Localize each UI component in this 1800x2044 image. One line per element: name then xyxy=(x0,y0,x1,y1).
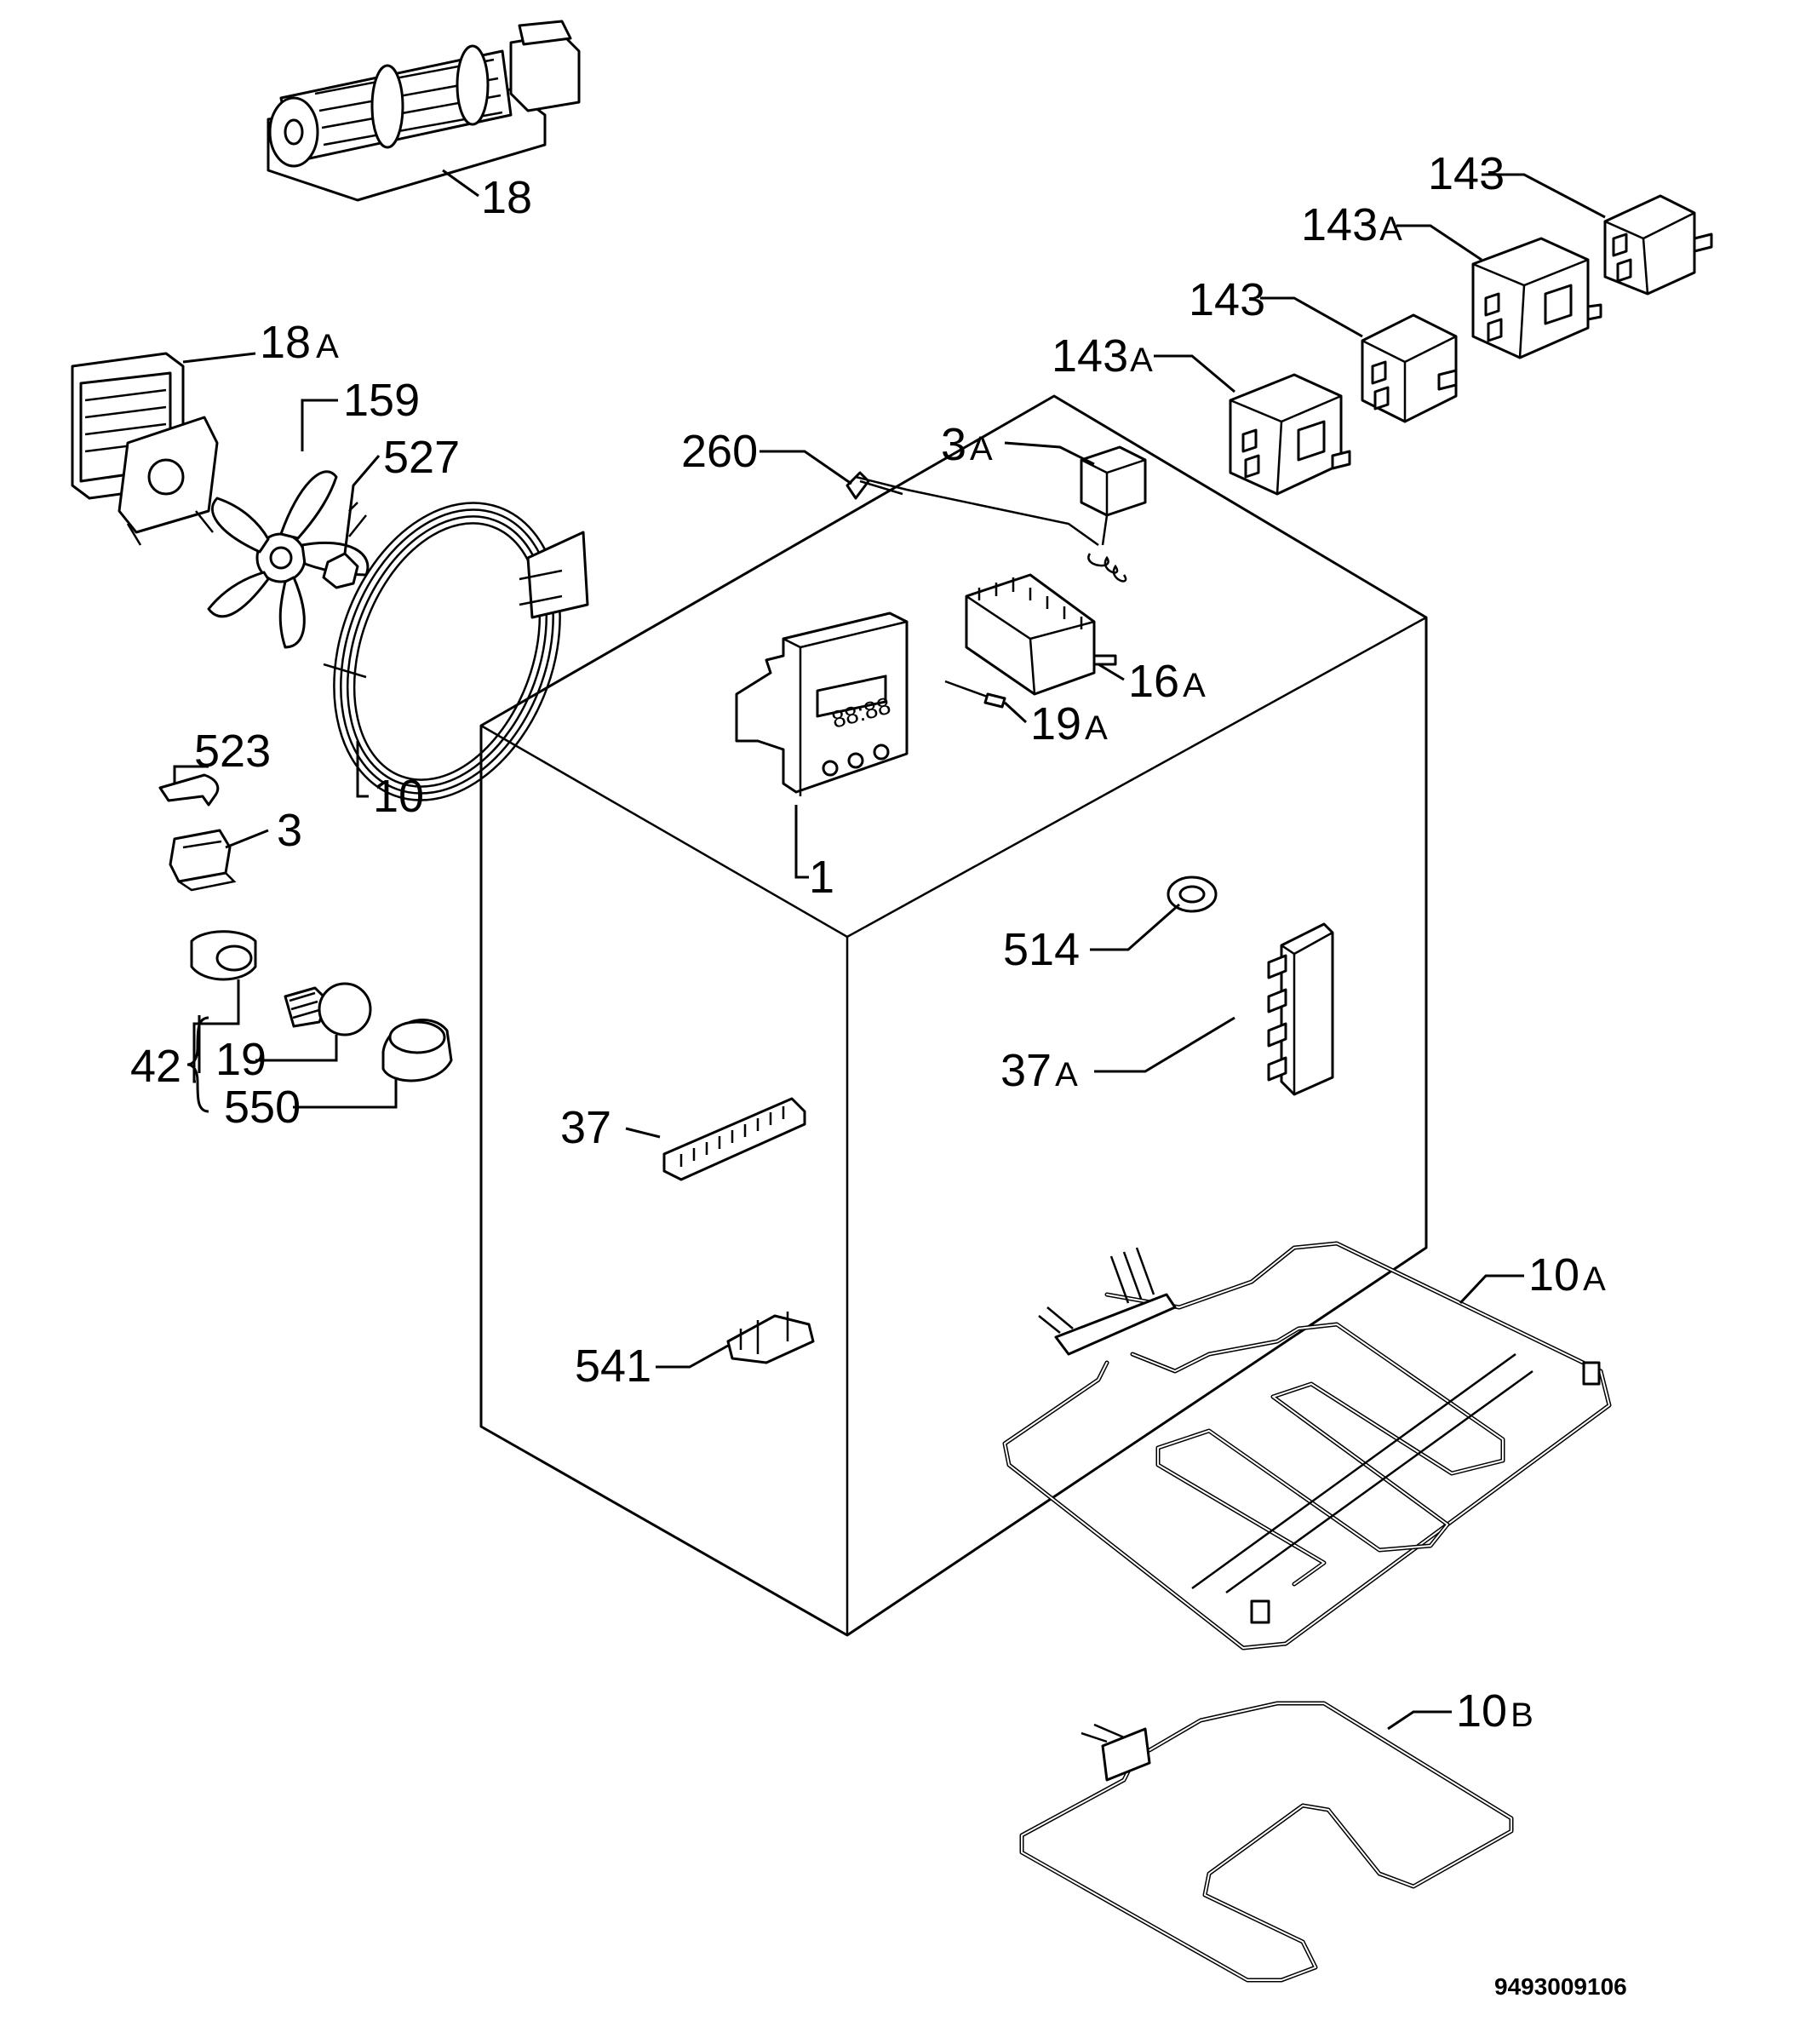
callout-541: 541 xyxy=(575,1341,651,1392)
electronic-timer-part: 88:88 xyxy=(735,611,909,796)
switch-143-mid-part xyxy=(1361,313,1458,423)
callout-550: 550 xyxy=(224,1082,301,1133)
fan-blade-part xyxy=(207,470,370,649)
tangential-fan-part xyxy=(267,20,581,202)
callout-143A-top: 143A xyxy=(1301,199,1402,250)
switch-143A-mid-part xyxy=(1229,373,1351,496)
callout-42: 42 xyxy=(130,1041,181,1092)
lamp-bulb-part xyxy=(284,982,372,1036)
callout-18: 18 xyxy=(481,172,532,223)
bottom-element-part xyxy=(1019,1701,1514,1983)
terminal-block-37A-part xyxy=(1267,922,1334,1096)
terminal-strip-37-part xyxy=(662,1097,806,1181)
document-code: 9493009106 xyxy=(1494,1973,1627,2000)
callout-523: 523 xyxy=(194,726,271,777)
callout-143-mid: 143 xyxy=(1189,274,1265,325)
grill-element-part xyxy=(1002,1241,1612,1651)
lamp-cover-part xyxy=(381,1019,453,1082)
callout-527: 527 xyxy=(383,432,460,483)
thermostat-part xyxy=(169,829,237,892)
circular-heating-element-part xyxy=(323,502,589,801)
callout-19: 19 xyxy=(215,1034,267,1085)
callout-143A-mid: 143A xyxy=(1052,330,1153,382)
oven-cabinet xyxy=(479,394,1428,1637)
callout-1: 1 xyxy=(809,852,834,903)
callout-260: 260 xyxy=(681,426,758,477)
callout-3: 3 xyxy=(277,805,302,856)
switch-143-top-part xyxy=(1603,194,1713,296)
group-42-brace xyxy=(186,1016,209,1113)
switch-143A-top-part xyxy=(1471,237,1602,359)
clip-part xyxy=(158,773,220,807)
selector-switch-part xyxy=(965,573,1117,696)
callout-10: 10 xyxy=(373,771,424,822)
leader-lines xyxy=(173,169,1606,1731)
wire-lead-part xyxy=(944,680,1006,709)
callout-37: 37 xyxy=(560,1102,611,1153)
callout-143-top: 143 xyxy=(1428,148,1505,199)
fan-motor-part xyxy=(71,352,219,546)
callout-159: 159 xyxy=(343,375,420,426)
temperature-probe-part xyxy=(846,471,1099,547)
connector-541-part xyxy=(726,1312,815,1364)
lamp-holder-part xyxy=(190,930,257,981)
callout-514: 514 xyxy=(1003,924,1080,975)
grommet-part xyxy=(1167,876,1218,913)
capillary-thermostat-part xyxy=(1080,445,1147,583)
